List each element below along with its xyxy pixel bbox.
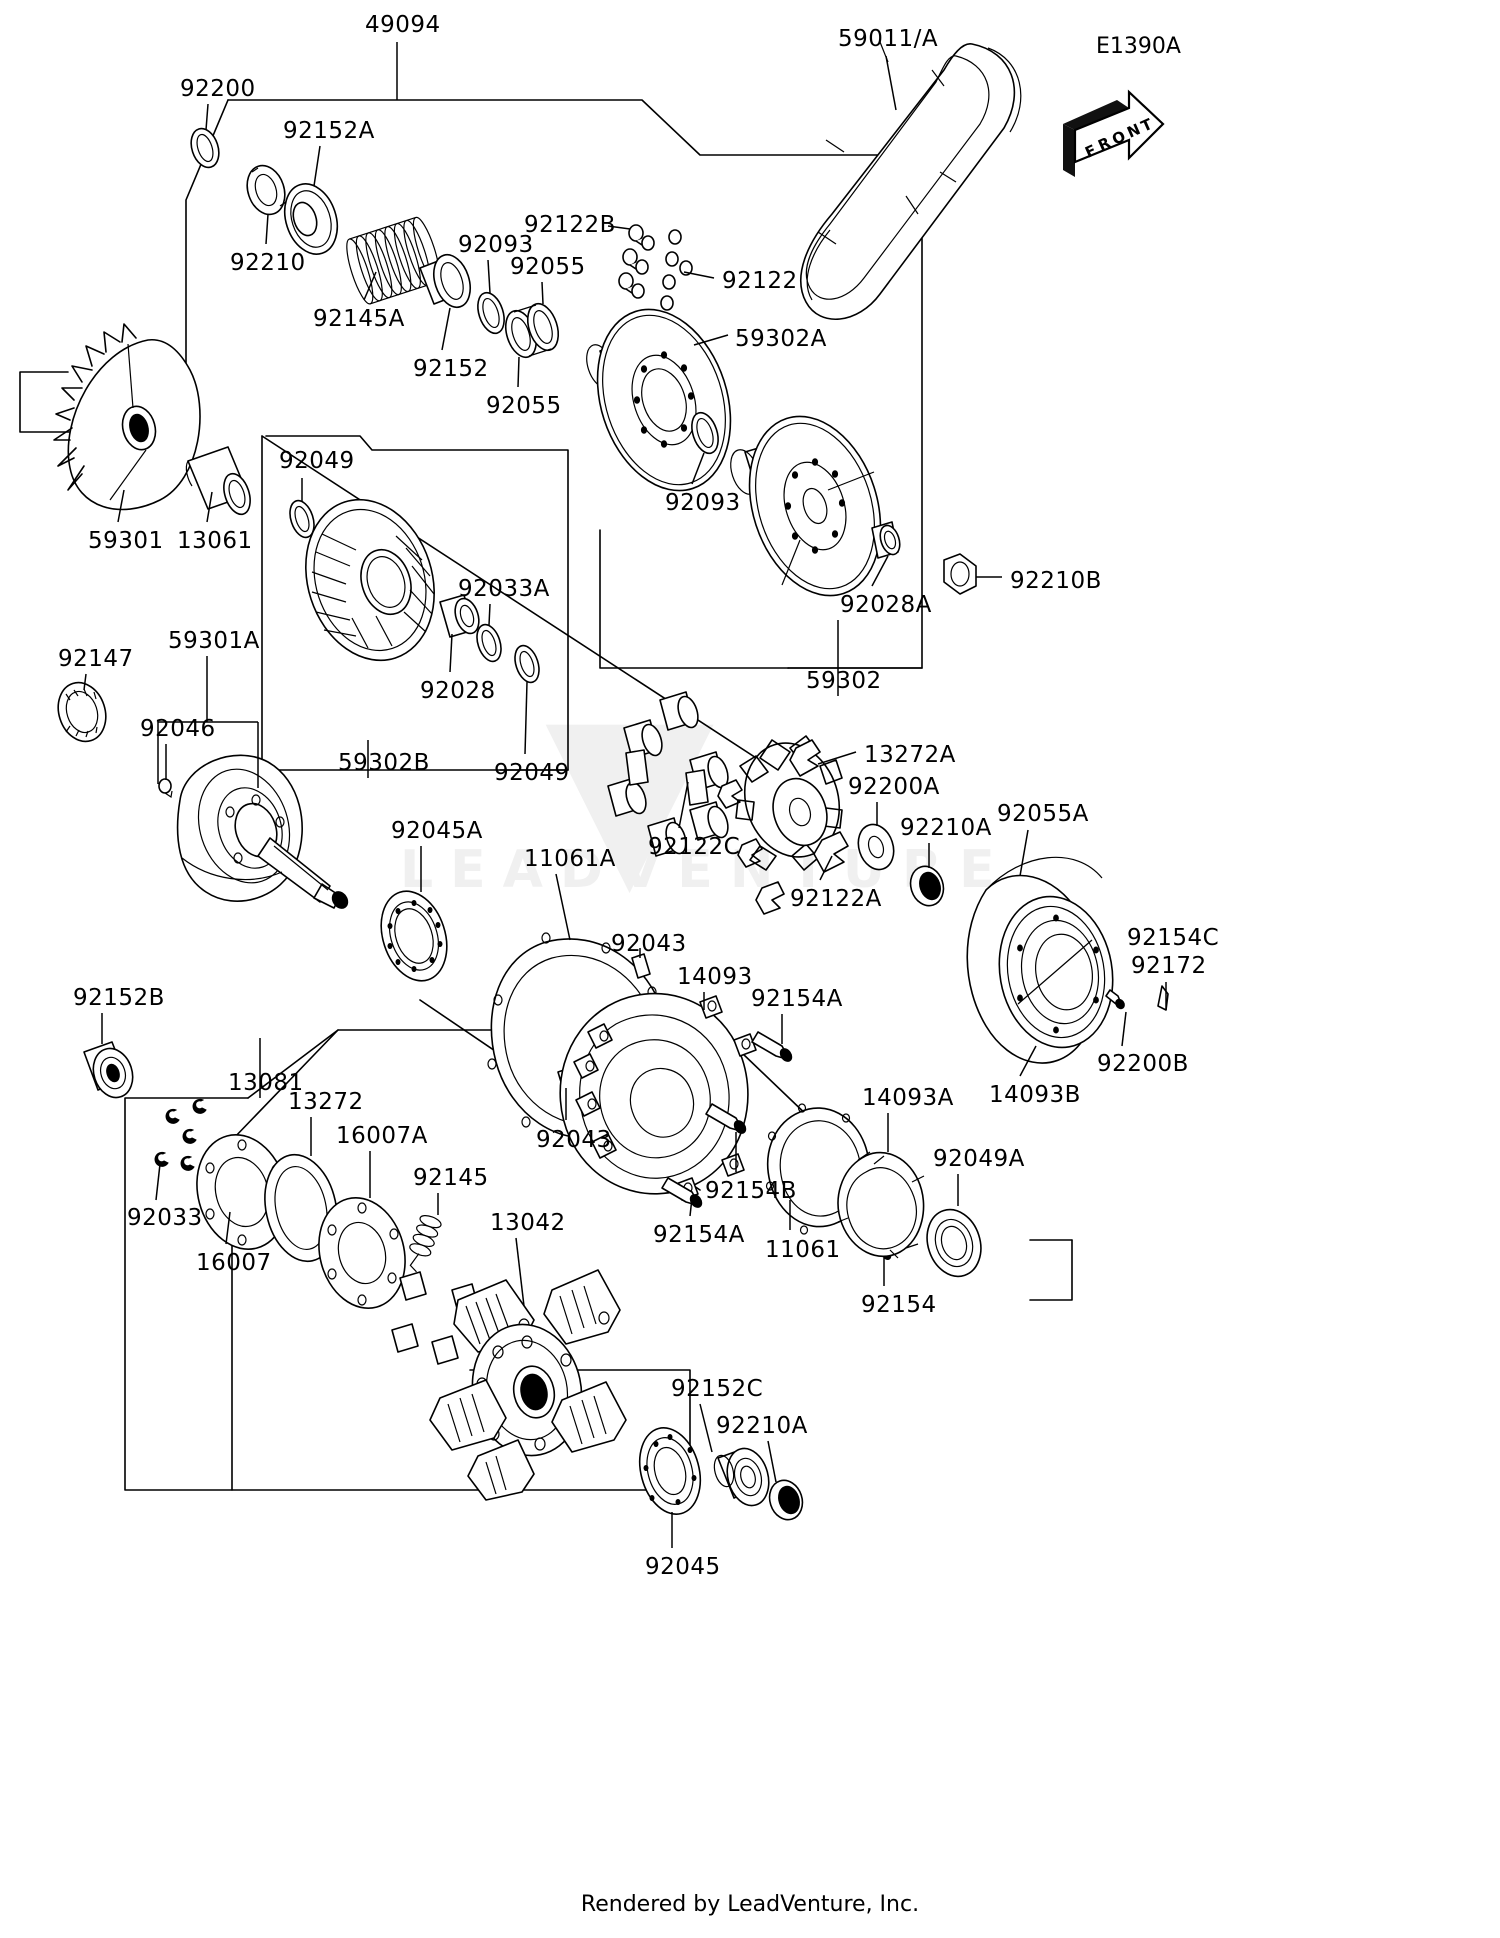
part-callout-92154B[interactable]: 92154B <box>705 1178 797 1204</box>
part-callout-92055b[interactable]: 92055 <box>486 393 562 419</box>
part-callout-92154A[interactable]: 92154A <box>751 986 843 1012</box>
part-callout-92028A[interactable]: 92028A <box>840 592 932 618</box>
part-callout-92145A[interactable]: 92145A <box>313 306 405 332</box>
part-callout-92154C[interactable]: 92154C <box>1127 925 1220 951</box>
part-callout-14093B[interactable]: 14093B <box>989 1082 1081 1108</box>
part-callout-92154[interactable]: 92154 <box>861 1292 937 1318</box>
part-callout-13272A[interactable]: 13272A <box>864 742 956 768</box>
part-callout-92154Ab[interactable]: 92154A <box>653 1222 745 1248</box>
part-callout-92122A[interactable]: 92122A <box>790 886 882 912</box>
part-callout-92200B[interactable]: 92200B <box>1097 1051 1189 1077</box>
group-label-49094[interactable]: 49094 <box>365 12 441 38</box>
part-callout-92045[interactable]: 92045 <box>645 1554 721 1580</box>
footer-credit: Rendered by LeadVenture, Inc. <box>580 1892 920 1917</box>
part-callout-11061[interactable]: 11061 <box>765 1237 841 1263</box>
part-callout-92210B[interactable]: 92210B <box>1010 568 1102 594</box>
part-callout-92200[interactable]: 92200 <box>180 76 256 102</box>
part-callout-92152[interactable]: 92152 <box>413 356 489 382</box>
part-callout-92122[interactable]: 92122 <box>722 268 798 294</box>
part-callout-92049b[interactable]: 92049 <box>494 760 570 786</box>
part-callout-92152C[interactable]: 92152C <box>671 1376 764 1402</box>
part-callout-59302A[interactable]: 59302A <box>735 326 827 352</box>
group-label-59302[interactable]: 59302 <box>806 668 882 694</box>
part-callout-92210[interactable]: 92210 <box>230 250 306 276</box>
part-callout-92049A[interactable]: 92049A <box>933 1146 1025 1172</box>
part-callout-59301[interactable]: 59301 <box>88 528 164 554</box>
part-callout-92152B[interactable]: 92152B <box>73 985 165 1011</box>
part-callout-92043b[interactable]: 92043 <box>536 1127 612 1153</box>
part-callout-92028[interactable]: 92028 <box>420 678 496 704</box>
part-callout-92152A[interactable]: 92152A <box>283 118 375 144</box>
part-callout-13042[interactable]: 13042 <box>490 1210 566 1236</box>
part-callout-92200A[interactable]: 92200A <box>848 774 940 800</box>
diagram-code: E1390A <box>1096 34 1181 59</box>
part-callout-92046[interactable]: 92046 <box>140 716 216 742</box>
part-callout-92210Ab[interactable]: 92210A <box>716 1413 808 1439</box>
part-callout-92210A[interactable]: 92210A <box>900 815 992 841</box>
part-callout-13272[interactable]: 13272 <box>288 1089 364 1115</box>
group-label-59301A[interactable]: 59301A <box>168 628 260 654</box>
group-label-59302B[interactable]: 59302B <box>338 750 430 776</box>
group-label-13081[interactable]: 13081 <box>228 1070 304 1096</box>
part-callout-92043[interactable]: 92043 <box>611 931 687 957</box>
part-callout-92145[interactable]: 92145 <box>413 1165 489 1191</box>
part-callout-92033[interactable]: 92033 <box>127 1205 203 1231</box>
part-callout-14093[interactable]: 14093 <box>677 964 753 990</box>
part-callout-92055[interactable]: 92055 <box>510 254 586 280</box>
part-callout-92093[interactable]: 92093 <box>458 232 534 258</box>
part-callout-92055A[interactable]: 92055A <box>997 801 1089 827</box>
part-callout-13061[interactable]: 13061 <box>177 528 253 554</box>
part-callout-92122C[interactable]: 92122C <box>648 834 741 860</box>
part-callout-11061A[interactable]: 11061A <box>524 846 616 872</box>
part-callout-59011A[interactable]: 59011/A <box>838 26 939 52</box>
part-callout-92122B[interactable]: 92122B <box>524 212 616 238</box>
part-callout-16007A[interactable]: 16007A <box>336 1123 428 1149</box>
part-callout-92093b[interactable]: 92093 <box>665 490 741 516</box>
part-callout-92049[interactable]: 92049 <box>279 448 355 474</box>
part-callout-92147[interactable]: 92147 <box>58 646 134 672</box>
part-callout-14093A[interactable]: 14093A <box>862 1085 954 1111</box>
part-callout-92172[interactable]: 92172 <box>1131 953 1207 979</box>
part-callout-16007[interactable]: 16007 <box>196 1250 272 1276</box>
front-arrow-badge: F R O N T <box>1055 82 1170 177</box>
part-callout-92033A[interactable]: 92033A <box>458 576 550 602</box>
part-callout-92045A[interactable]: 92045A <box>391 818 483 844</box>
